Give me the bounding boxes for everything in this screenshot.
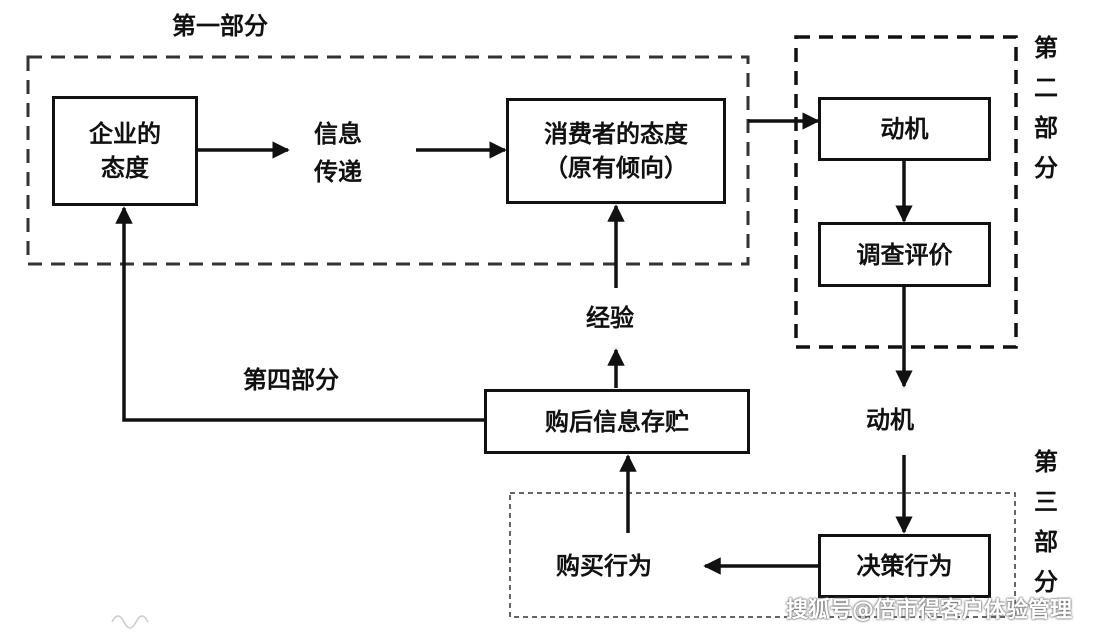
- decision-behavior-box: 决策行为: [818, 534, 991, 598]
- motive-label: 动机: [866, 406, 914, 434]
- part2-region: [794, 35, 1018, 349]
- experience-label: 经验: [586, 304, 634, 332]
- watermark-text: 搜狐号@倍市得客户体验管理: [785, 598, 1072, 623]
- part3-region: [509, 492, 1016, 618]
- survey-evaluation-box: 调查评价: [818, 222, 991, 287]
- part4-label: 第四部分: [243, 366, 339, 394]
- part2-label: 第二部分: [1034, 34, 1058, 182]
- part3-label: 第三部分: [1034, 448, 1058, 596]
- part1-region: [26, 55, 750, 266]
- company-attitude-box: 企业的态度: [52, 96, 198, 206]
- consumer-attitude-box: 消费者的态度（原有倾向）: [506, 98, 726, 204]
- post-purchase-storage-box: 购后信息存贮: [484, 389, 750, 454]
- purchase-behavior-label: 购买行为: [556, 552, 652, 580]
- part1-label: 第一部分: [172, 12, 268, 40]
- arrow-storage-to-company: [115, 206, 485, 422]
- info-transfer-label: 信息传递: [314, 120, 362, 186]
- scribble-mark: [111, 615, 149, 629]
- motive-box: 动机: [818, 97, 991, 161]
